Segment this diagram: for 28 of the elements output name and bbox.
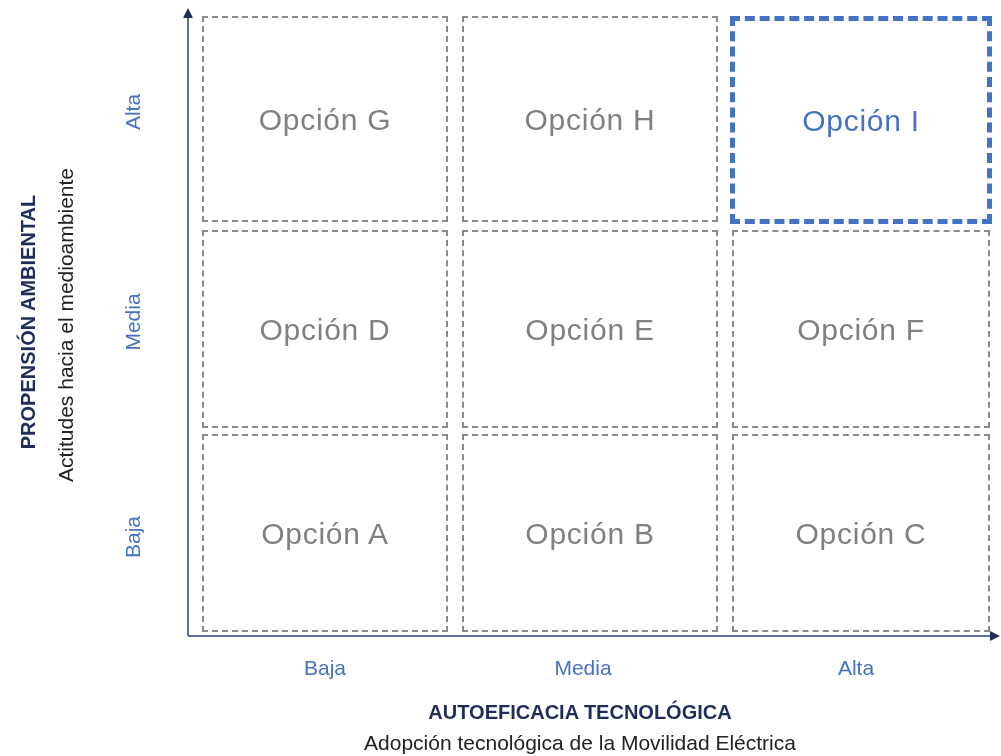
option-label: Opción C — [795, 515, 927, 552]
axis-tick-label: Baja — [304, 655, 346, 682]
option-label: Opción F — [797, 311, 925, 348]
axis-subtitle: Adopción tecnológica de la Movilidad Eléctrica — [364, 730, 796, 756]
option-label: Opción I — [802, 102, 920, 139]
axis-tick-label: Alta — [120, 93, 146, 131]
option-label: Opción G — [258, 101, 392, 138]
option-box — [462, 434, 718, 632]
option-label: Opción H — [524, 101, 656, 138]
option-label: Opción B — [525, 515, 655, 552]
axis-title: PROPENSIÓN AMBIENTAL — [15, 194, 40, 450]
option-box — [202, 434, 448, 632]
axis-subtitle: Actitudes hacia el medioambiente — [53, 168, 79, 482]
option-box — [732, 230, 990, 428]
option-label: Opción A — [261, 515, 389, 552]
highlighted-option-box — [730, 16, 992, 224]
option-label: Opción D — [259, 311, 391, 348]
option-box — [462, 16, 718, 222]
axis-title: AUTOEFICACIA TECNOLÓGICA — [428, 699, 732, 725]
option-box — [732, 434, 990, 632]
option-box — [202, 230, 448, 428]
axis-tick-label: Media — [120, 293, 146, 351]
axis-tick-label: Media — [554, 655, 612, 682]
axis-tick-label: Alta — [837, 655, 875, 682]
option-label: Opción E — [525, 311, 655, 348]
option-box — [462, 230, 718, 428]
option-box — [202, 16, 448, 222]
axis-tick-label: Baja — [120, 516, 146, 558]
